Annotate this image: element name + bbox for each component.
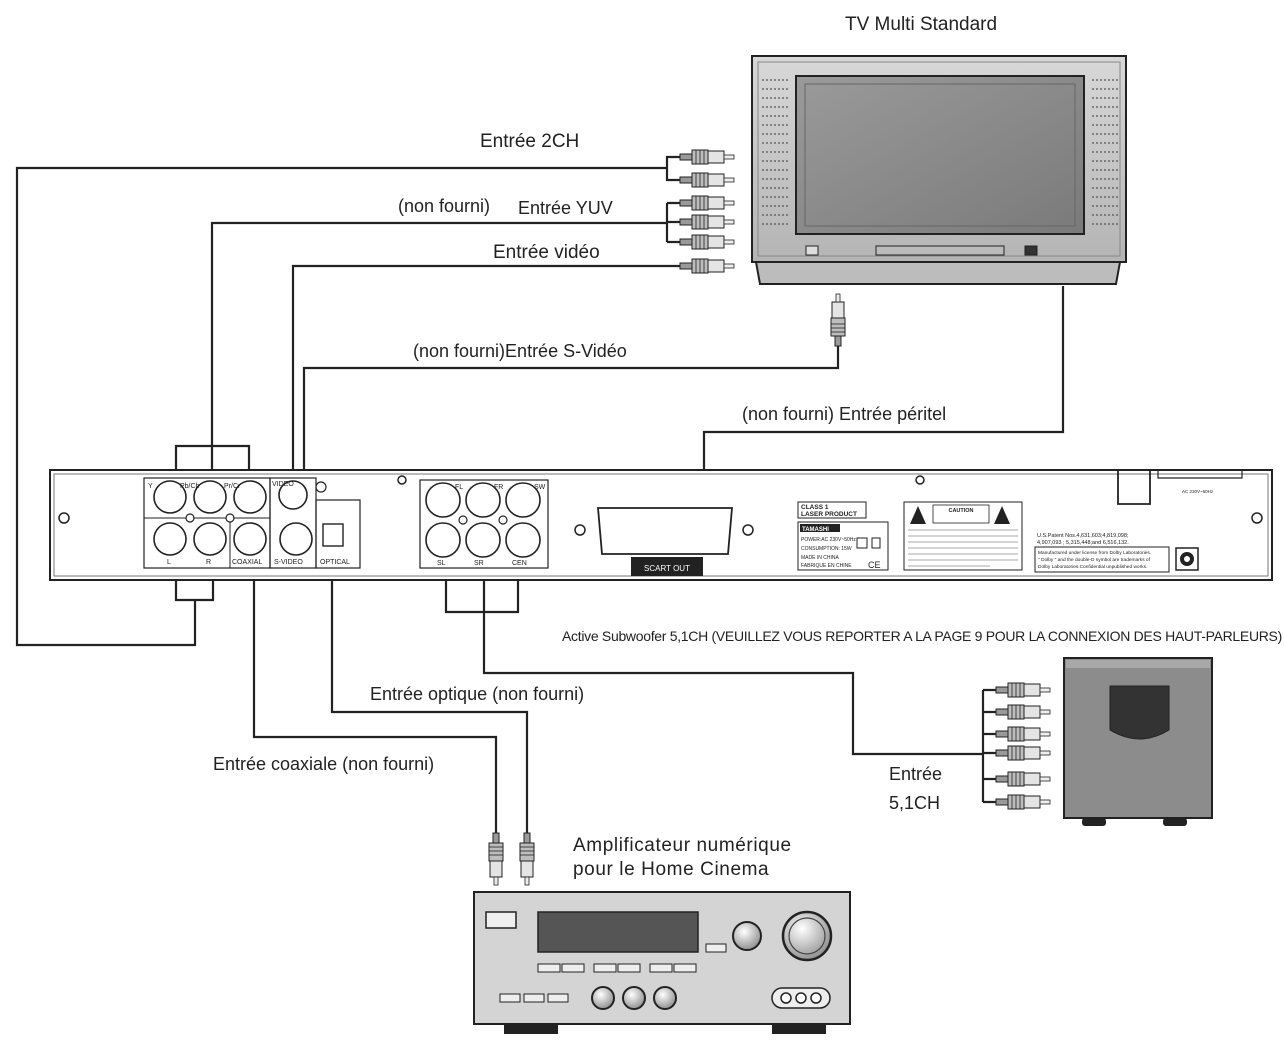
jack-label-r: R	[206, 559, 211, 566]
cable-coaxial	[252, 558, 498, 833]
jack-label-sl: SL	[437, 560, 446, 567]
consumption-label: CONSUMPTION: 15W	[801, 546, 852, 552]
jack-label-y: Y	[148, 483, 153, 490]
entree-coaxiale-label: Entrée coaxiale (non fourni)	[213, 754, 435, 774]
subwoofer	[1063, 657, 1213, 826]
entree-2ch-label: Entrée 2CH	[480, 131, 580, 152]
jack-label-svideo: S-VIDEO	[274, 559, 303, 566]
non-fourni-yuv-label: (non fourni)	[398, 196, 491, 216]
dvd-back-panel: Y Pb/Cb Pr/Cr L R COAXIAL VIDEO S-VIDEO …	[49, 469, 1273, 581]
cable-optical	[330, 560, 529, 833]
jack-label-video: VIDEO	[272, 481, 294, 488]
subwoofer-note: Active Subwoofer 5,1CH (VEUILLEZ VOUS RE…	[562, 628, 1282, 644]
ac-label: AC 230V~50Hz	[1182, 489, 1214, 494]
jack-label-l: L	[167, 559, 171, 566]
cable-video	[291, 264, 680, 480]
entree-svideo-label: (non fourni)Entrée S-Vidéo	[413, 341, 627, 361]
class-label-1: CLASS 1	[801, 504, 829, 511]
tv-set	[751, 55, 1127, 285]
jack-label-pbcb: Pb/Cb	[180, 483, 200, 490]
jack-label-coaxial: COAXIAL	[232, 559, 262, 566]
jack-label-cen: CEN	[512, 560, 527, 567]
jack-label-sw: SW	[534, 484, 546, 491]
entree-peritel-label: (non fourni) Entrée péritel	[742, 404, 947, 424]
cable-51	[444, 558, 996, 804]
jack-label-prcr: Pr/Cr	[224, 483, 241, 490]
cable-2ch	[15, 155, 680, 647]
cable-svideo	[302, 346, 840, 528]
sub-plugs	[995, 682, 1051, 810]
jack-label-optical: OPTICAL	[320, 559, 350, 566]
dolby-label-1: Manufactured under license from Dolby La…	[1038, 550, 1151, 556]
entree-video-label: Entrée vidéo	[493, 242, 600, 263]
svideo-plug	[830, 293, 846, 347]
entree-yuv-label: Entrée YUV	[518, 198, 613, 218]
patent-label: U.S.Patent Nos.4,631,603;4,819,098;4,907…	[1037, 533, 1129, 546]
tv-title: TV Multi Standard	[845, 14, 998, 35]
cable-yuv	[174, 201, 680, 478]
jack-label-fl: FL	[455, 484, 463, 491]
ce-mark: CE	[868, 560, 881, 570]
ampli-title-line1: Amplificateur numérique	[573, 835, 792, 856]
entree-51-label-b: 5,1CH	[889, 793, 941, 813]
scart-out-label: SCART OUT	[644, 564, 690, 573]
brand-label: TAMASHI	[802, 527, 829, 533]
dolby-label-2: " Dolby " and the double-D symbol are tr…	[1038, 557, 1151, 563]
amplifier	[473, 891, 851, 1034]
tv-screen	[795, 75, 1085, 235]
tv-plugs	[679, 149, 735, 274]
entree-optique-label: Entrée optique (non fourni)	[370, 684, 585, 704]
amp-plugs	[488, 832, 535, 886]
entree-51-label: Entrée	[889, 764, 943, 784]
class-label-2: LASER PRODUCT	[801, 511, 857, 518]
dolby-label-3: Dolby Laboratories.Confidential unpublis…	[1038, 564, 1147, 570]
made-in-label: MADE IN CHINA	[801, 555, 839, 561]
ampli-title-line2: pour le Home Cinema	[573, 859, 770, 880]
jack-label-fr: FR	[494, 484, 503, 491]
caution-label: CAUTION	[948, 508, 973, 514]
power-label: POWER:AC 230V~50Hz	[801, 537, 856, 543]
fabrique-label: FABRIQUE EN CHINE	[801, 563, 852, 569]
cables	[15, 155, 1065, 833]
jack-label-sr: SR	[474, 560, 484, 567]
